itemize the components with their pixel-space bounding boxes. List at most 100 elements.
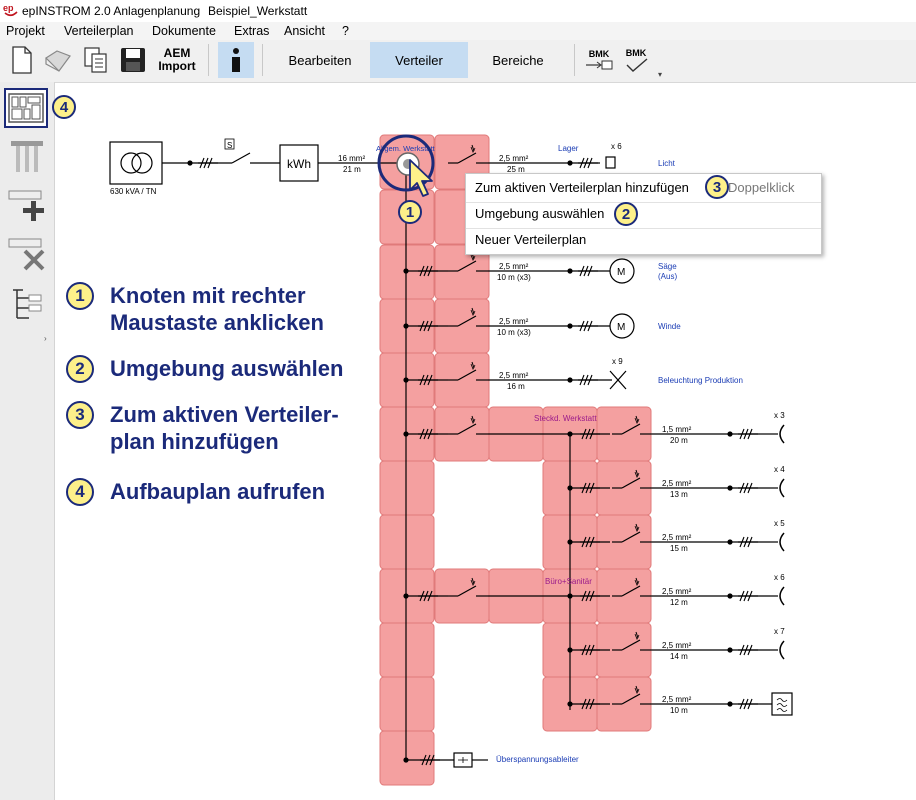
circuit-socket-5 — [567, 631, 785, 660]
menu-verteilerplan[interactable]: Verteilerplan — [64, 24, 134, 38]
menu-divider — [466, 202, 821, 203]
cable-cross-section: 2,5 mm² — [499, 371, 529, 380]
circuit-label: Säge(Aus) — [658, 262, 677, 281]
step-badge-1: 1 — [398, 200, 422, 224]
cable-cross-section: 2,5 mm² — [662, 641, 692, 650]
instruction-number: 3 — [66, 401, 94, 429]
cable-cross-section: 1,5 mm² — [662, 425, 692, 434]
cable-length: 10 m (x3) — [497, 273, 531, 282]
toolbar-overflow-icon[interactable]: ▾ — [658, 70, 663, 79]
circuit-label: Winde — [658, 322, 681, 331]
toolbar-separator — [262, 44, 263, 76]
layout-plan-button[interactable] — [4, 88, 48, 128]
branch-buero — [406, 577, 570, 602]
circuit-label: Licht — [658, 159, 676, 168]
circuit-socket-2 — [567, 469, 785, 498]
bmk-assign-button[interactable]: BMK — [582, 42, 616, 78]
delete-node-button[interactable] — [4, 234, 50, 274]
toolbar: AEM Import Bearbeiten Verteiler Bereiche… — [0, 40, 916, 83]
import-label: Import — [158, 59, 196, 73]
menu-divider — [466, 228, 821, 229]
node-blocks — [379, 134, 652, 786]
title-bar: ep epINSTROM 2.0 Anlagenplanung Beispiel… — [0, 0, 916, 22]
copy-button[interactable] — [80, 42, 112, 78]
count-label: x 6 — [611, 142, 622, 151]
cable-length: 10 m — [670, 706, 688, 715]
branch-steckdosen — [406, 415, 570, 440]
node-block[interactable] — [379, 460, 435, 516]
busbar-button[interactable] — [4, 136, 50, 176]
transformer-symbol[interactable] — [109, 141, 163, 185]
cable-length: 10 m (x3) — [497, 328, 531, 337]
circuit-socket-3 — [567, 523, 785, 552]
save-button[interactable] — [116, 42, 150, 78]
circuit-label: Beleuchtung Produktion — [658, 376, 743, 385]
menu-ansicht[interactable]: Ansicht — [284, 24, 325, 38]
tree-structure-icon — [13, 289, 42, 319]
count-label: x 6 — [774, 573, 785, 582]
cable-length: 16 m — [507, 382, 525, 391]
new-file-button[interactable] — [6, 42, 38, 78]
transformer-label: 630 kVA / TN — [110, 187, 157, 196]
node-label-buero: Büro+Sanitär — [545, 577, 592, 586]
count-label: x 5 — [774, 519, 785, 528]
menu-item-shortcut: Doppelklick — [728, 180, 795, 195]
context-menu: Zum aktiven Verteilerplan hinzufügen Dop… — [465, 173, 822, 255]
cable-cross-section: 2,5 mm² — [662, 479, 692, 488]
cable-cross-section: 2,5 mm² — [662, 587, 692, 596]
copy-icon — [84, 47, 107, 73]
cable-length: 12 m — [670, 598, 688, 607]
info-icon — [232, 48, 240, 72]
step-badge-2: 2 — [614, 202, 638, 226]
expand-toolbar-icon[interactable]: › — [44, 334, 47, 343]
menu-dokumente[interactable]: Dokumente — [152, 24, 216, 38]
add-node-button[interactable] — [4, 186, 50, 226]
bmk-check-button[interactable]: BMK — [618, 42, 654, 78]
info-button[interactable] — [218, 42, 254, 78]
node-label-steckd: Steckd. Werkstatt — [534, 414, 597, 423]
node-block[interactable] — [379, 676, 435, 732]
cable-cross-section: 2,5 mm² — [499, 317, 529, 326]
aem-import-button[interactable]: AEM Import — [152, 42, 202, 78]
add-node-icon — [8, 190, 44, 221]
checkmark-icon — [626, 58, 648, 72]
lager-label: Lager — [558, 144, 579, 153]
main-busbar — [405, 163, 571, 762]
bmk-arrow-icon — [586, 60, 613, 70]
tab-verteiler[interactable]: Verteiler — [370, 42, 468, 78]
context-menu-add-to-active-plan[interactable]: Zum aktiven Verteilerplan hinzufügen — [475, 177, 689, 199]
context-menu-select-environment[interactable]: Umgebung auswählen — [475, 206, 605, 221]
save-icon — [121, 48, 145, 72]
instruction-text: Zum aktiven Verteiler- plan hinzufügen — [110, 402, 339, 454]
tab-bearbeiten[interactable]: Bearbeiten — [288, 52, 352, 68]
count-label: x 7 — [774, 627, 785, 636]
open-file-button[interactable] — [42, 42, 74, 78]
count-label: x 9 — [612, 357, 623, 366]
instruction-text: Aufbauplan aufrufen — [110, 479, 326, 504]
instruction-text: Knoten mit rechter Maustaste anklicken — [110, 283, 324, 335]
surge-arrester — [406, 752, 488, 768]
instruction-number: 2 — [66, 355, 94, 383]
switch-label: S — [227, 141, 232, 150]
aem-label: AEM — [163, 46, 191, 60]
feed-cable-cross-section: 16 mm² — [338, 154, 365, 163]
count-label: x 3 — [774, 411, 785, 420]
cable-cross-section: 2,5 mm² — [662, 533, 692, 542]
cable-cross-section: 2,5 mm² — [499, 262, 529, 271]
node-block[interactable] — [379, 514, 435, 570]
tab-bereiche[interactable]: Bereiche — [492, 52, 544, 68]
cable-length: 15 m — [670, 544, 688, 553]
instruction-number: 4 — [66, 478, 94, 506]
menu-help[interactable]: ? — [342, 24, 349, 38]
menu-extras[interactable]: Extras — [234, 24, 270, 38]
node-block[interactable] — [379, 622, 435, 678]
step-badge-4: 4 — [52, 95, 76, 119]
toolbar-separator — [574, 44, 575, 76]
context-menu-new-plan[interactable]: Neuer Verteilerplan — [475, 232, 587, 247]
layout-plan-icon — [8, 93, 44, 123]
node-label-main: Allgem. Werkstatt — [376, 144, 436, 153]
structure-button[interactable] — [4, 284, 50, 324]
menu-projekt[interactable]: Projekt — [6, 24, 45, 38]
instruction-number: 1 — [66, 282, 94, 310]
